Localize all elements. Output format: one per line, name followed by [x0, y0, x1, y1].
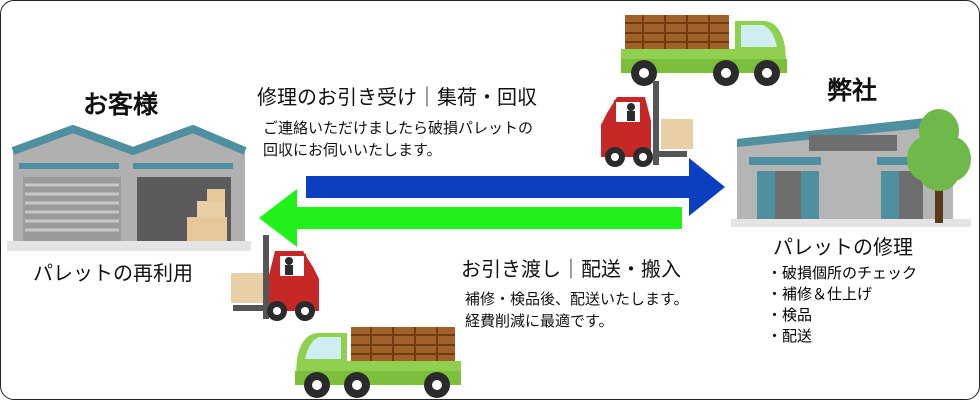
bottom-forklift-icon [231, 235, 319, 321]
task-item: ・配送 [767, 327, 813, 345]
top-forklift-icon [601, 81, 693, 167]
delivery-description-line-1: 補修・検品後、配送いたします。 [465, 290, 689, 308]
delivery-arrow [259, 189, 682, 247]
task-item: ・補修＆仕上げ [767, 285, 873, 303]
company-caption: パレットの修理 [773, 235, 913, 259]
company-title: 弊社 [827, 76, 878, 105]
pickup-description-line-1: ご連絡いただけましたら破損パレットの [263, 119, 534, 137]
pickup-heading: 修理のお引き受け｜集荷・回収 [257, 85, 537, 109]
task-item: ・検品 [767, 306, 813, 324]
top-truck-icon [621, 15, 787, 86]
customer-caption: パレットの再利用 [33, 261, 193, 285]
company-building-icon [731, 115, 971, 227]
tree-icon [907, 109, 971, 223]
delivery-description-line-2: 経費削減に最適です。 [465, 312, 614, 330]
customer-title: お客様 [83, 90, 159, 119]
company-task-list: ・破損個所のチェック ・補修＆仕上げ ・検品 ・配送 [767, 263, 917, 347]
pickup-description-line-2: 回収にお伺いいたします。 [263, 141, 442, 159]
task-item: ・破損個所のチェック [767, 264, 918, 282]
delivery-heading: お引き渡し｜配送・搬入 [461, 257, 681, 281]
customer-warehouse-icon [7, 125, 251, 251]
bottom-truck-icon [295, 327, 461, 398]
pickup-arrow [306, 158, 725, 216]
